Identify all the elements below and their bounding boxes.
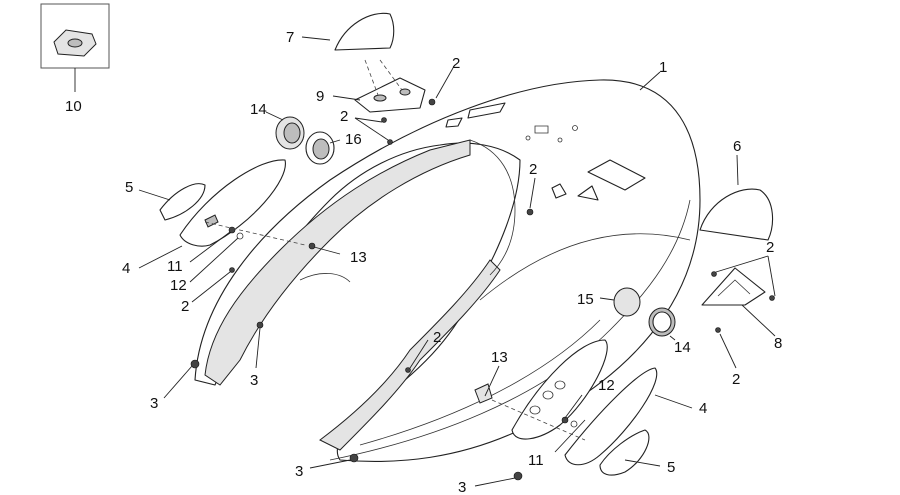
callout-3: 3 <box>150 395 158 412</box>
callout-labels: 1 2 2 2 2 2 2 2 3 3 3 3 4 4 5 5 6 7 8 9 … <box>65 29 782 495</box>
callout-2: 2 <box>181 298 189 315</box>
part-6-right-cover <box>699 154 774 241</box>
leader-lines <box>163 67 776 487</box>
callout-10: 10 <box>65 98 82 115</box>
callout-12: 12 <box>598 377 615 394</box>
callout-2: 2 <box>452 55 460 72</box>
callout-16: 16 <box>345 131 362 148</box>
callout-3: 3 <box>458 479 466 495</box>
part-10-inset <box>40 3 110 92</box>
callout-13: 13 <box>350 249 367 266</box>
callout-3: 3 <box>295 463 303 480</box>
callout-11: 11 <box>167 258 183 275</box>
callout-12: 12 <box>170 277 187 294</box>
part-15-14-round-parts <box>599 287 676 341</box>
callout-2: 2 <box>529 161 537 178</box>
callout-13: 13 <box>491 349 508 366</box>
center-clips <box>551 183 599 201</box>
callout-8: 8 <box>774 335 782 352</box>
callout-2: 2 <box>433 329 441 346</box>
callout-2: 2 <box>766 239 774 256</box>
callout-11: 11 <box>528 452 544 469</box>
callout-4: 4 <box>699 400 707 417</box>
part-4-5-right-assembly <box>474 339 693 476</box>
part-7-top-cover <box>301 12 395 51</box>
part-9-bracket <box>332 59 426 113</box>
callout-15: 15 <box>577 291 594 308</box>
callout-6: 6 <box>733 138 741 155</box>
callout-9: 9 <box>316 88 324 105</box>
part-4-5-left-assembly <box>138 159 306 283</box>
callout-1: 1 <box>659 59 667 76</box>
part-14-16-round-parts <box>265 111 341 165</box>
part-8-right-bracket <box>701 267 776 337</box>
callout-2: 2 <box>732 371 740 388</box>
callout-5: 5 <box>667 459 675 476</box>
callout-2: 2 <box>340 108 348 125</box>
callout-7: 7 <box>286 29 294 46</box>
callout-14: 14 <box>674 339 691 356</box>
callout-4: 4 <box>122 260 130 277</box>
callout-3: 3 <box>250 372 258 389</box>
callout-14: 14 <box>250 101 267 118</box>
callout-5: 5 <box>125 179 133 196</box>
